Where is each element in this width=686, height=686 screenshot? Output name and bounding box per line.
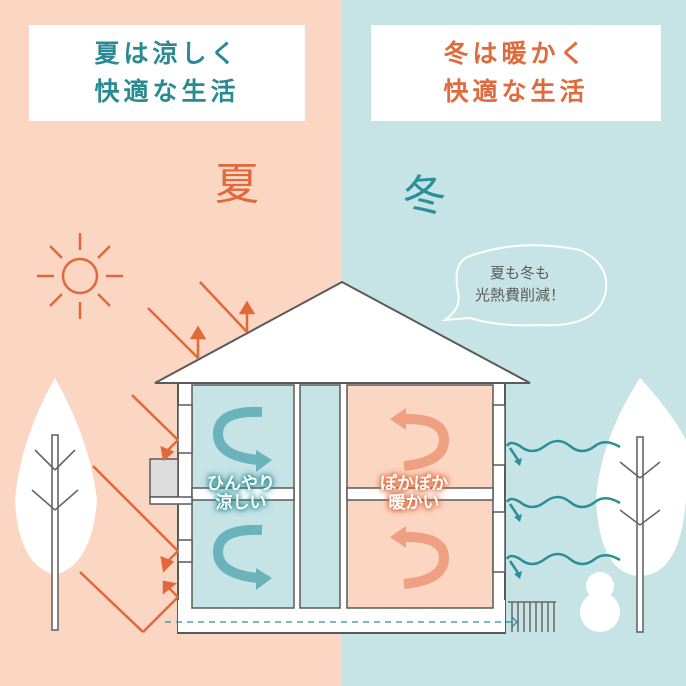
eave bbox=[149, 458, 179, 498]
summer-title-box: 夏は涼しく 快適な生活 bbox=[29, 25, 305, 121]
summer-title-line1: 夏は涼しく bbox=[94, 39, 240, 68]
circulation-arrow-icon bbox=[212, 406, 263, 583]
speech-bubble-line1: 夏も冬も bbox=[489, 264, 550, 282]
warm-room-label-line2: 暖かい bbox=[388, 493, 440, 513]
warm-room-label-line1: ぽかぽか bbox=[380, 474, 448, 494]
speech-bubble-text: 夏も冬も 光熱費削減！ bbox=[465, 262, 575, 306]
tree-icon bbox=[596, 378, 686, 633]
summer-title-line2: 快適な生活 bbox=[94, 77, 240, 106]
sunlight-arrow-icon bbox=[79, 281, 256, 633]
cool-room-label-line1: ひんやり bbox=[207, 474, 275, 494]
warm-room-label: ぽかぽか 暖かい bbox=[364, 475, 464, 513]
wind-arrow-icon bbox=[505, 439, 621, 574]
cool-room-label: ひんやり 涼しい bbox=[191, 475, 291, 513]
winter-title-line1: 冬は暖かく bbox=[443, 39, 589, 68]
speech-bubble-icon bbox=[441, 244, 608, 327]
sun-icon bbox=[37, 233, 123, 319]
winter-title-box: 冬は暖かく 快適な生活 bbox=[371, 25, 661, 121]
cool-room-label-line2: 涼しい bbox=[215, 493, 267, 513]
speech-bubble-line2: 光熱費削減！ bbox=[474, 286, 565, 304]
stairwell bbox=[299, 384, 341, 609]
tree-icon bbox=[15, 378, 97, 631]
summer-season-label: 夏 bbox=[215, 159, 259, 210]
snowman-icon bbox=[580, 572, 620, 632]
fence-icon bbox=[508, 601, 556, 632]
winter-title-line2: 快適な生活 bbox=[443, 77, 589, 106]
circulation-arrow-icon bbox=[403, 413, 450, 589]
